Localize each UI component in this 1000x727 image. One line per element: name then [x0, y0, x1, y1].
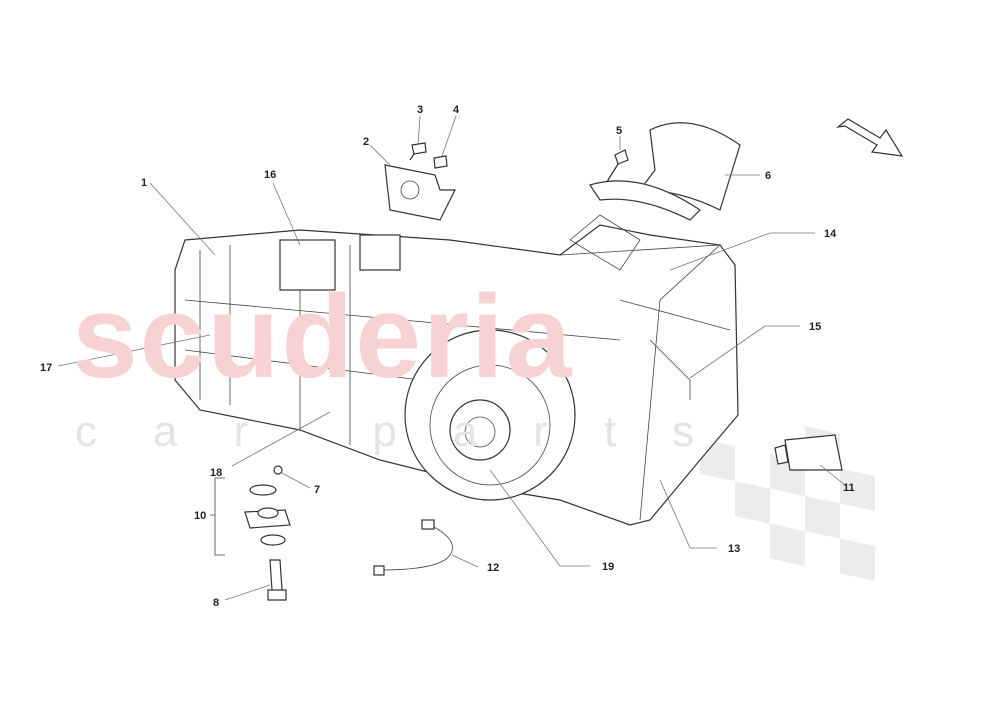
- bolt-part-3: [409, 142, 427, 161]
- callout-8[interactable]: 8: [213, 597, 219, 609]
- callout-2[interactable]: 2: [363, 136, 369, 148]
- callout-5[interactable]: 5: [616, 125, 622, 137]
- callout-14[interactable]: 14: [824, 228, 837, 240]
- callout-10[interactable]: 10: [194, 510, 206, 522]
- callout-13[interactable]: 13: [728, 543, 740, 555]
- callout-labels: 1 2 3 4 5 6 7 8 10 11 12 13 14 15 16 17 …: [40, 104, 855, 609]
- callout-17[interactable]: 17: [40, 362, 52, 374]
- mount-stack-part-10: [210, 465, 291, 556]
- sensor-part-12: [379, 524, 453, 571]
- callout-7[interactable]: 7: [314, 484, 320, 496]
- bolt-part-5: [604, 149, 629, 186]
- gearbox-housing: [174, 214, 739, 526]
- direction-arrow-icon: [835, 118, 904, 157]
- callout-15[interactable]: 15: [809, 321, 821, 333]
- callout-11[interactable]: 11: [843, 482, 855, 494]
- nut-part-4: [433, 155, 448, 169]
- bolt-part-8: [267, 559, 287, 601]
- callout-1[interactable]: 1: [141, 177, 147, 189]
- callout-19[interactable]: 19: [602, 561, 614, 573]
- callout-3[interactable]: 3: [417, 104, 423, 116]
- sealant-tube-part-11: [774, 434, 843, 471]
- callout-4[interactable]: 4: [453, 104, 460, 116]
- bracket-part-2: [384, 164, 456, 221]
- callout-18[interactable]: 18: [210, 467, 222, 479]
- callout-16[interactable]: 16: [264, 169, 276, 181]
- leader-lines: [57, 115, 846, 601]
- callout-6[interactable]: 6: [765, 170, 771, 182]
- callout-12[interactable]: 12: [487, 562, 499, 574]
